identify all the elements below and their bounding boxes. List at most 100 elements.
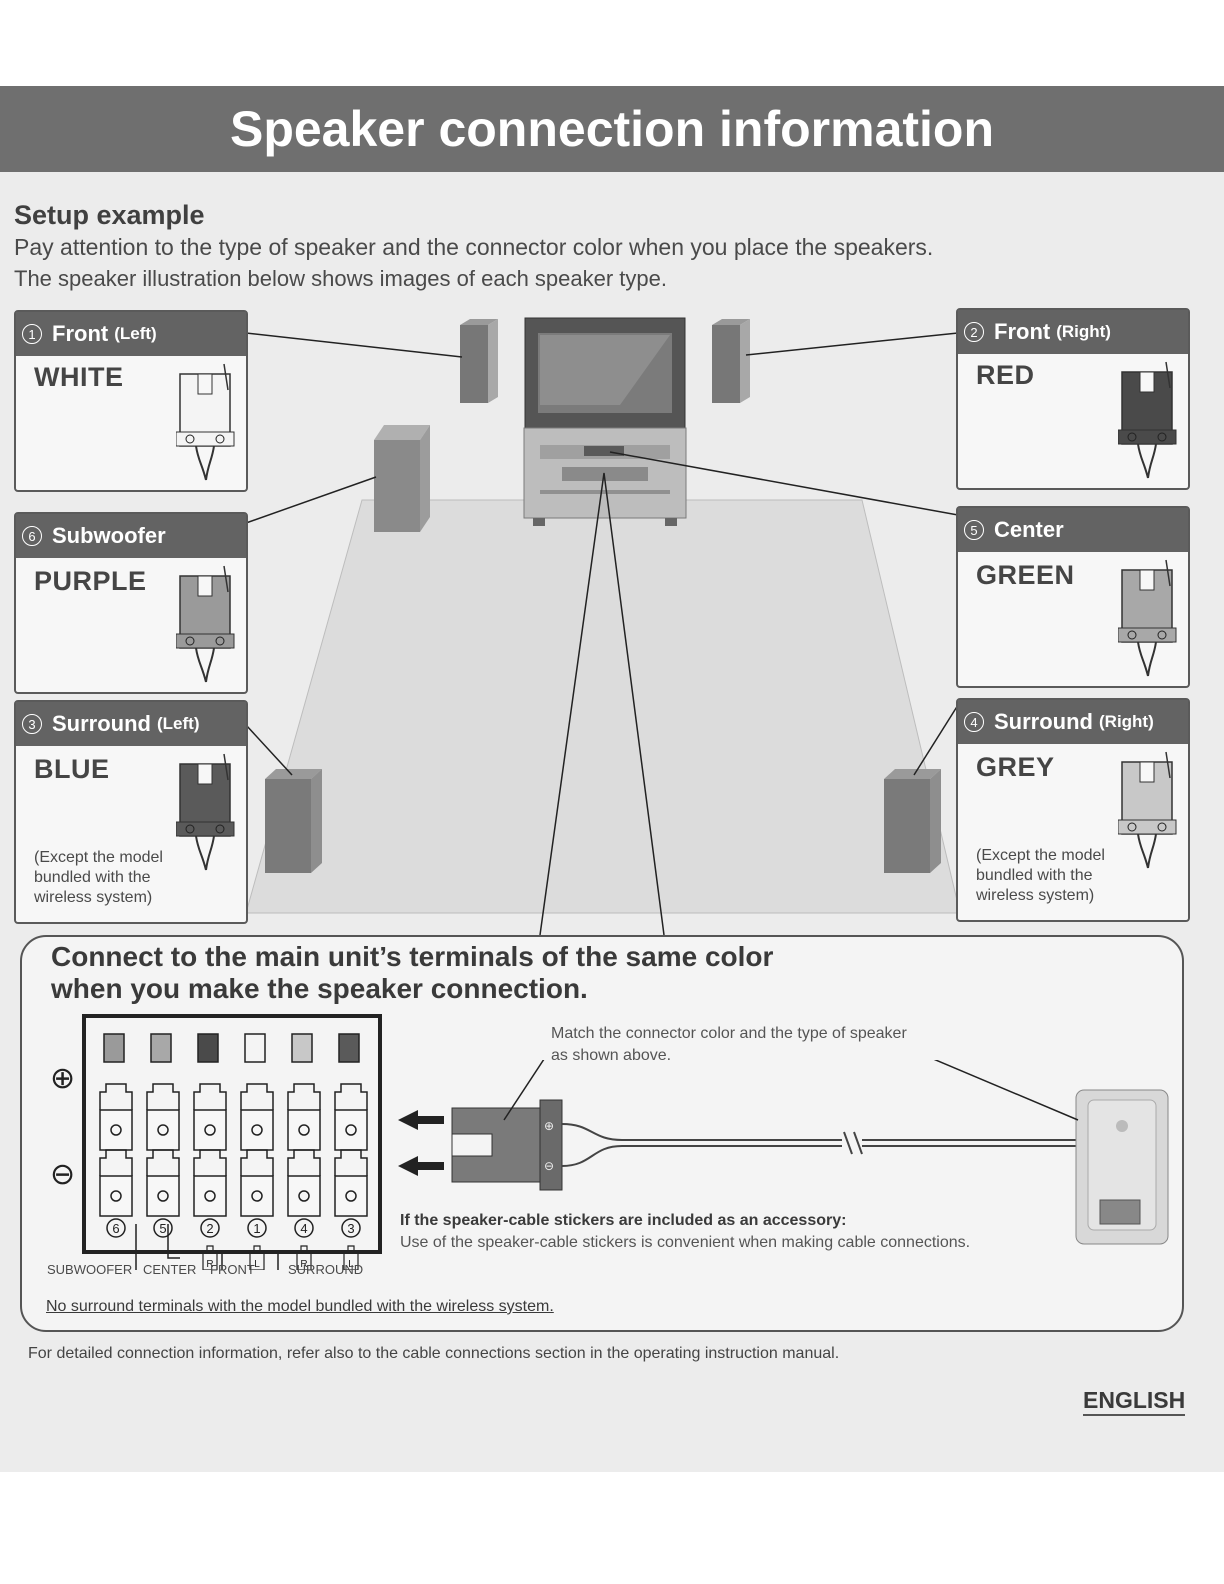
terminal-socket bbox=[240, 1109, 274, 1151]
terminal-number: 3 bbox=[347, 1221, 354, 1236]
speaker-card-header: 6 Subwoofer bbox=[16, 514, 246, 558]
terminal-number: 1 bbox=[253, 1221, 260, 1236]
terminal-socket bbox=[334, 1175, 368, 1217]
speaker-plug-connector bbox=[451, 1099, 563, 1191]
card-note: (Except the model bundled with the wirel… bbox=[976, 846, 1105, 906]
plug-minus-mark: ⊖ bbox=[544, 1159, 554, 1173]
connector-color-name: RED bbox=[976, 360, 1035, 390]
terminal-color-tab bbox=[338, 1033, 360, 1063]
terminal-number-badge bbox=[247, 1218, 267, 1238]
speaker-name: Subwoofer bbox=[52, 523, 166, 548]
note-line: wireless system) bbox=[976, 887, 1095, 904]
intro-text: The speaker illustration below shows ima… bbox=[14, 266, 668, 291]
terminal-color-tab bbox=[103, 1033, 125, 1063]
connector-color-name: PURPLE bbox=[34, 566, 147, 596]
connector-color-name: WHITE bbox=[34, 362, 124, 392]
speaker-name: Center bbox=[994, 517, 1064, 542]
terminal-label-center: CENTER bbox=[143, 1262, 197, 1277]
plus-terminal-icon: ⊕ bbox=[50, 1062, 76, 1095]
terminal-number: 5 bbox=[159, 1221, 166, 1236]
speaker-card-header: 2 Front (Right) bbox=[958, 310, 1188, 354]
speaker-card-header: 3 Surround (Left) bbox=[16, 702, 246, 746]
pointer-lines bbox=[245, 332, 959, 935]
terminal-label-front: FRONT bbox=[210, 1262, 255, 1277]
title-bar: Speaker connection information bbox=[0, 86, 1224, 172]
speaker-plug-icon bbox=[176, 565, 235, 683]
speaker-number: 3 bbox=[22, 714, 42, 734]
insert-arrows bbox=[398, 1110, 444, 1176]
connection-heading: when you make the speaker connection. bbox=[51, 973, 588, 1004]
speaker-side: (Right) bbox=[1056, 322, 1111, 341]
speaker-name: Front bbox=[994, 319, 1051, 344]
front-right-speaker bbox=[712, 319, 750, 403]
language-label: ENGLISH bbox=[1083, 1387, 1186, 1416]
connection-heading: Connect to the main unit’s terminals of … bbox=[51, 941, 774, 972]
surround-right-speaker bbox=[884, 769, 941, 873]
speaker-cable bbox=[561, 1123, 1115, 1210]
match-note: as shown above. bbox=[551, 1047, 672, 1064]
speaker-number: 2 bbox=[964, 322, 984, 342]
connector-color-name: GREEN bbox=[976, 560, 1075, 590]
terminal-socket bbox=[287, 1109, 321, 1151]
connector-color-name: BLUE bbox=[34, 754, 110, 784]
terminal-socket bbox=[193, 1109, 227, 1151]
terminal-side-letter: L bbox=[254, 1259, 260, 1270]
terminal-socket bbox=[146, 1175, 180, 1217]
terminal-number-badge bbox=[294, 1218, 314, 1238]
terminal-color-tab bbox=[244, 1033, 266, 1063]
terminal-side-letter: R bbox=[206, 1259, 213, 1270]
front-left-speaker bbox=[460, 319, 498, 403]
plug-cable-illustration: ⊕ ⊖ bbox=[398, 1060, 1169, 1245]
speaker-number: 4 bbox=[964, 712, 984, 732]
intro-text: Pay attention to the type of speaker and… bbox=[14, 234, 934, 260]
tv-illustration bbox=[523, 317, 687, 526]
terminal-number-badge bbox=[153, 1218, 173, 1238]
speaker-number: 1 bbox=[22, 324, 42, 344]
terminal-number: 6 bbox=[112, 1221, 119, 1236]
speaker-back-illustration bbox=[1075, 1089, 1169, 1245]
speaker-card-front-left: 1 Front (Left) WHITE bbox=[14, 310, 248, 492]
speaker-name: Surround bbox=[994, 709, 1093, 734]
note-line: wireless system) bbox=[34, 889, 153, 906]
terminal-number: 2 bbox=[206, 1221, 213, 1236]
speaker-card-center: 5 Center GREEN bbox=[956, 506, 1190, 688]
speaker-plug-icon bbox=[176, 753, 235, 871]
note-line: bundled with the bbox=[34, 869, 151, 886]
terminal-number-badge bbox=[106, 1218, 126, 1238]
terminal-side-letter: L bbox=[348, 1259, 354, 1270]
speaker-card-header: 4 Surround (Right) bbox=[958, 700, 1188, 744]
speaker-card-header: 5 Center bbox=[958, 508, 1188, 552]
no-surround-note: No surround terminals with the model bun… bbox=[46, 1298, 554, 1315]
terminal-socket bbox=[287, 1175, 321, 1217]
terminal-socket bbox=[240, 1175, 274, 1217]
terminal-label-surround: SURROUND bbox=[288, 1262, 364, 1277]
note-line: (Except the model bbox=[34, 849, 163, 866]
terminal-bracket-lines bbox=[135, 1224, 279, 1270]
speaker-card-subwoofer: 6 Subwoofer PURPLE bbox=[14, 512, 248, 694]
terminal-side-badge bbox=[202, 1245, 218, 1270]
terminal-side-badge bbox=[343, 1245, 359, 1270]
floor-area bbox=[245, 499, 961, 914]
terminal-label-subwoofer: SUBWOOFER bbox=[47, 1262, 133, 1277]
speaker-number: 6 bbox=[22, 526, 42, 546]
footer-note: For detailed connection information, ref… bbox=[28, 1345, 840, 1362]
plug-plus-mark: ⊕ bbox=[544, 1119, 554, 1133]
match-pointer-line bbox=[503, 1060, 545, 1121]
speaker-name: Surround bbox=[52, 711, 151, 736]
speaker-name: Front bbox=[52, 321, 109, 346]
terminal-number-badge bbox=[341, 1218, 361, 1238]
terminal-color-tab bbox=[291, 1033, 313, 1063]
terminal-side-letter: R bbox=[300, 1259, 307, 1270]
terminal-socket bbox=[146, 1109, 180, 1151]
terminal-panel-frame bbox=[82, 1014, 382, 1254]
speaker-plug-icon bbox=[176, 363, 235, 481]
speaker-number: 5 bbox=[964, 520, 984, 540]
note-line: bundled with the bbox=[976, 867, 1093, 884]
card-note: (Except the model bundled with the wirel… bbox=[34, 848, 163, 908]
speaker-card-front-right: 2 Front (Right) RED bbox=[956, 308, 1190, 490]
match-pointer-line bbox=[933, 1060, 1079, 1121]
speaker-card-surround-left: 3 Surround (Left) BLUE (Except the model… bbox=[14, 700, 248, 924]
speaker-plug-icon bbox=[1118, 361, 1177, 479]
terminal-number-badge bbox=[200, 1218, 220, 1238]
